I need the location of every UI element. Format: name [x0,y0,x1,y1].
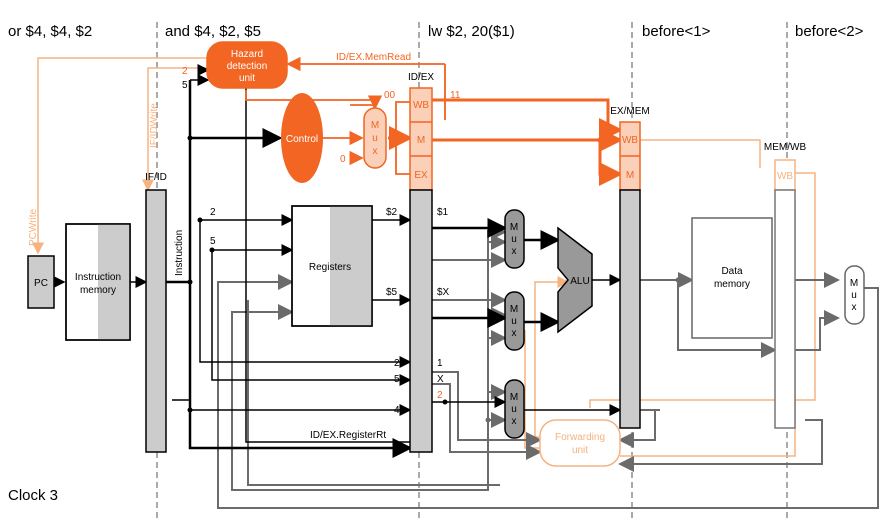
ex-mem-register: EX/MEM WB M [610,106,650,429]
wb-value-11: 11 [450,90,461,101]
register-file: Registers [291,205,373,327]
svg-text:u: u [372,133,378,144]
id-ex-register: ID/EX WB M EX [408,72,434,453]
if-id-rt: 5 [210,236,216,247]
reg-read-1: $2 [386,207,398,218]
svg-text:M: M [510,392,518,403]
stage-label-if: before<2> [795,23,864,40]
svg-text:M: M [510,304,518,315]
instruction-label: Instruction [174,230,185,276]
id-ex-registerrt-label: ID/EX.RegisterRt [310,430,386,441]
svg-text:x: x [512,246,517,257]
alu-mux-a: M u x [504,209,525,269]
pc-block: PC [27,255,55,309]
hazard-wires [245,56,623,186]
control-unit: Control [281,93,323,183]
regdst-mux: M u x [504,379,525,439]
hazard-in-top: 2 [182,66,188,77]
svg-text:Hazard: Hazard [231,49,263,60]
svg-text:EX/MEM: EX/MEM [610,106,649,117]
svg-text:x: x [373,146,378,157]
mux-input-0: 0 [340,154,346,165]
stage-label-id: before<1> [642,23,711,40]
if-id-rs: 2 [210,207,216,218]
mux-input-00: 00 [384,90,396,101]
alu: ALU [557,226,593,334]
reg-read-2: $5 [386,287,398,298]
svg-text:M: M [510,222,518,233]
svg-text:u: u [511,404,517,415]
svg-text:u: u [851,290,857,301]
svg-text:Instruction: Instruction [75,272,121,283]
svg-text:WB: WB [777,171,793,182]
instruction-memory: Instruction memory [65,223,131,341]
id-ex-memread-label: ID/EX.MemRead [336,52,411,63]
svg-text:WB: WB [622,135,638,146]
svg-text:WB: WB [413,100,429,111]
data-memory: Data memory [691,217,773,339]
control-mux: M u x [363,107,387,169]
if-id-write-label: IF/IDWrite [149,103,160,148]
svg-text:x: x [512,416,517,427]
svg-text:M: M [417,135,425,146]
alu-mux-b: M u x [504,291,525,351]
svg-text:IF/ID: IF/ID [145,172,167,183]
svg-text:u: u [511,316,517,327]
svg-text:Registers: Registers [309,262,351,273]
id-ex-reg1: $1 [437,207,449,218]
svg-text:memory: memory [80,285,116,296]
svg-text:EX: EX [414,170,428,181]
rs-field: 2 [394,358,400,369]
rd-field: 4 [394,405,400,416]
svg-text:unit: unit [572,445,588,456]
hazard-in-bottom: 5 [182,80,188,91]
svg-text:u: u [511,234,517,245]
hazard-detection-unit: Hazard detection unit [206,41,288,89]
clock-label: Clock 3 [8,487,58,504]
rt-field: 5 [394,374,400,385]
svg-text:Control: Control [286,134,318,145]
svg-text:M: M [626,170,634,181]
svg-text:x: x [852,302,857,313]
stage-label-ex: lw $2, 20($1) [428,23,515,40]
stage-label-mem: and $4, $2, $5 [165,23,261,40]
svg-text:Forwarding: Forwarding [555,432,605,443]
wire-junctions [187,135,681,423]
if-id-register: IF/ID [145,172,167,453]
svg-text:detection: detection [227,61,268,72]
id-ex-reg2: $X [437,287,450,298]
svg-text:PC: PC [34,278,48,289]
pc-write-label: PCWrite [28,209,39,246]
svg-text:unit: unit [239,73,255,84]
svg-text:M: M [371,120,379,131]
svg-text:ALU: ALU [570,276,589,287]
forwarding-unit: Forwarding unit [539,419,621,467]
svg-text:Data: Data [721,266,743,277]
svg-text:x: x [512,328,517,339]
svg-text:M: M [850,278,858,289]
writeback-mux: M u x [844,265,865,325]
svg-text:MEM/WB: MEM/WB [764,142,807,153]
id-ex-dest: 2 [437,390,443,401]
svg-text:ID/EX: ID/EX [408,72,434,83]
stage-label-wb: or $4, $4, $2 [8,23,92,40]
mem-wb-register: MEM/WB WB [764,142,807,429]
svg-text:memory: memory [714,279,750,290]
id-ex-rs: 1 [437,358,443,369]
id-ex-rt: X [437,374,444,385]
